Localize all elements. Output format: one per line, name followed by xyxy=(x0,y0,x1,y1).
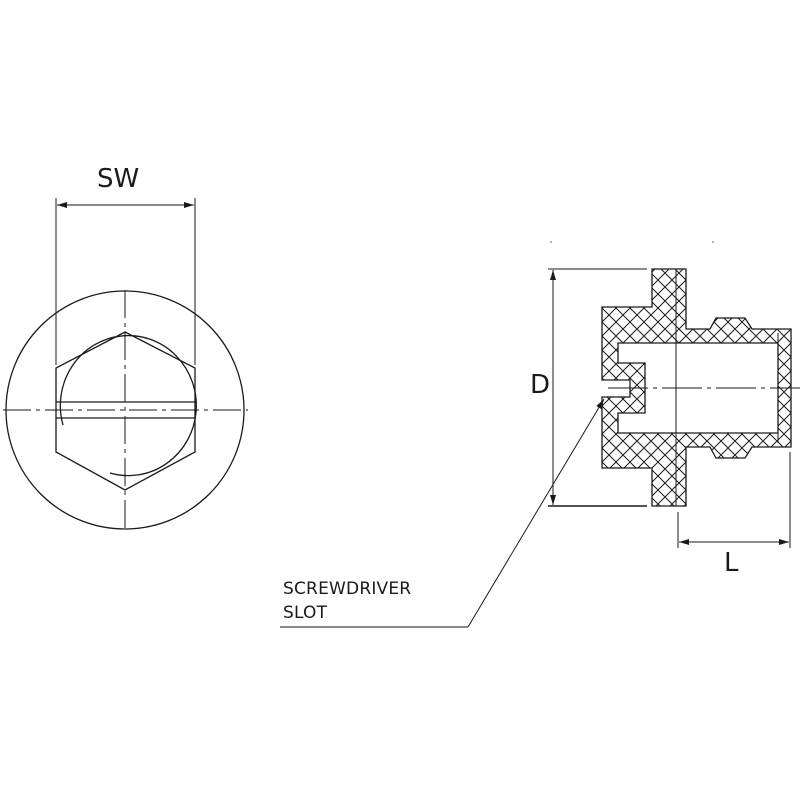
center-mark-dot xyxy=(712,241,714,243)
hexagon xyxy=(55,331,196,491)
sw-dimension-label: SW xyxy=(97,164,140,194)
l-dimension-label: L xyxy=(724,548,739,578)
callout-text-line1: SCREWDRIVER xyxy=(283,579,412,599)
front-view xyxy=(3,198,248,530)
section-body xyxy=(601,268,792,507)
screwdriver-slot-leader xyxy=(280,398,605,628)
callout-text-line2: SLOT xyxy=(283,603,328,623)
d-dimension-label: D xyxy=(530,370,551,400)
section-view xyxy=(548,241,800,548)
slotted-head-arc xyxy=(59,334,197,477)
center-mark-dot xyxy=(550,241,552,243)
